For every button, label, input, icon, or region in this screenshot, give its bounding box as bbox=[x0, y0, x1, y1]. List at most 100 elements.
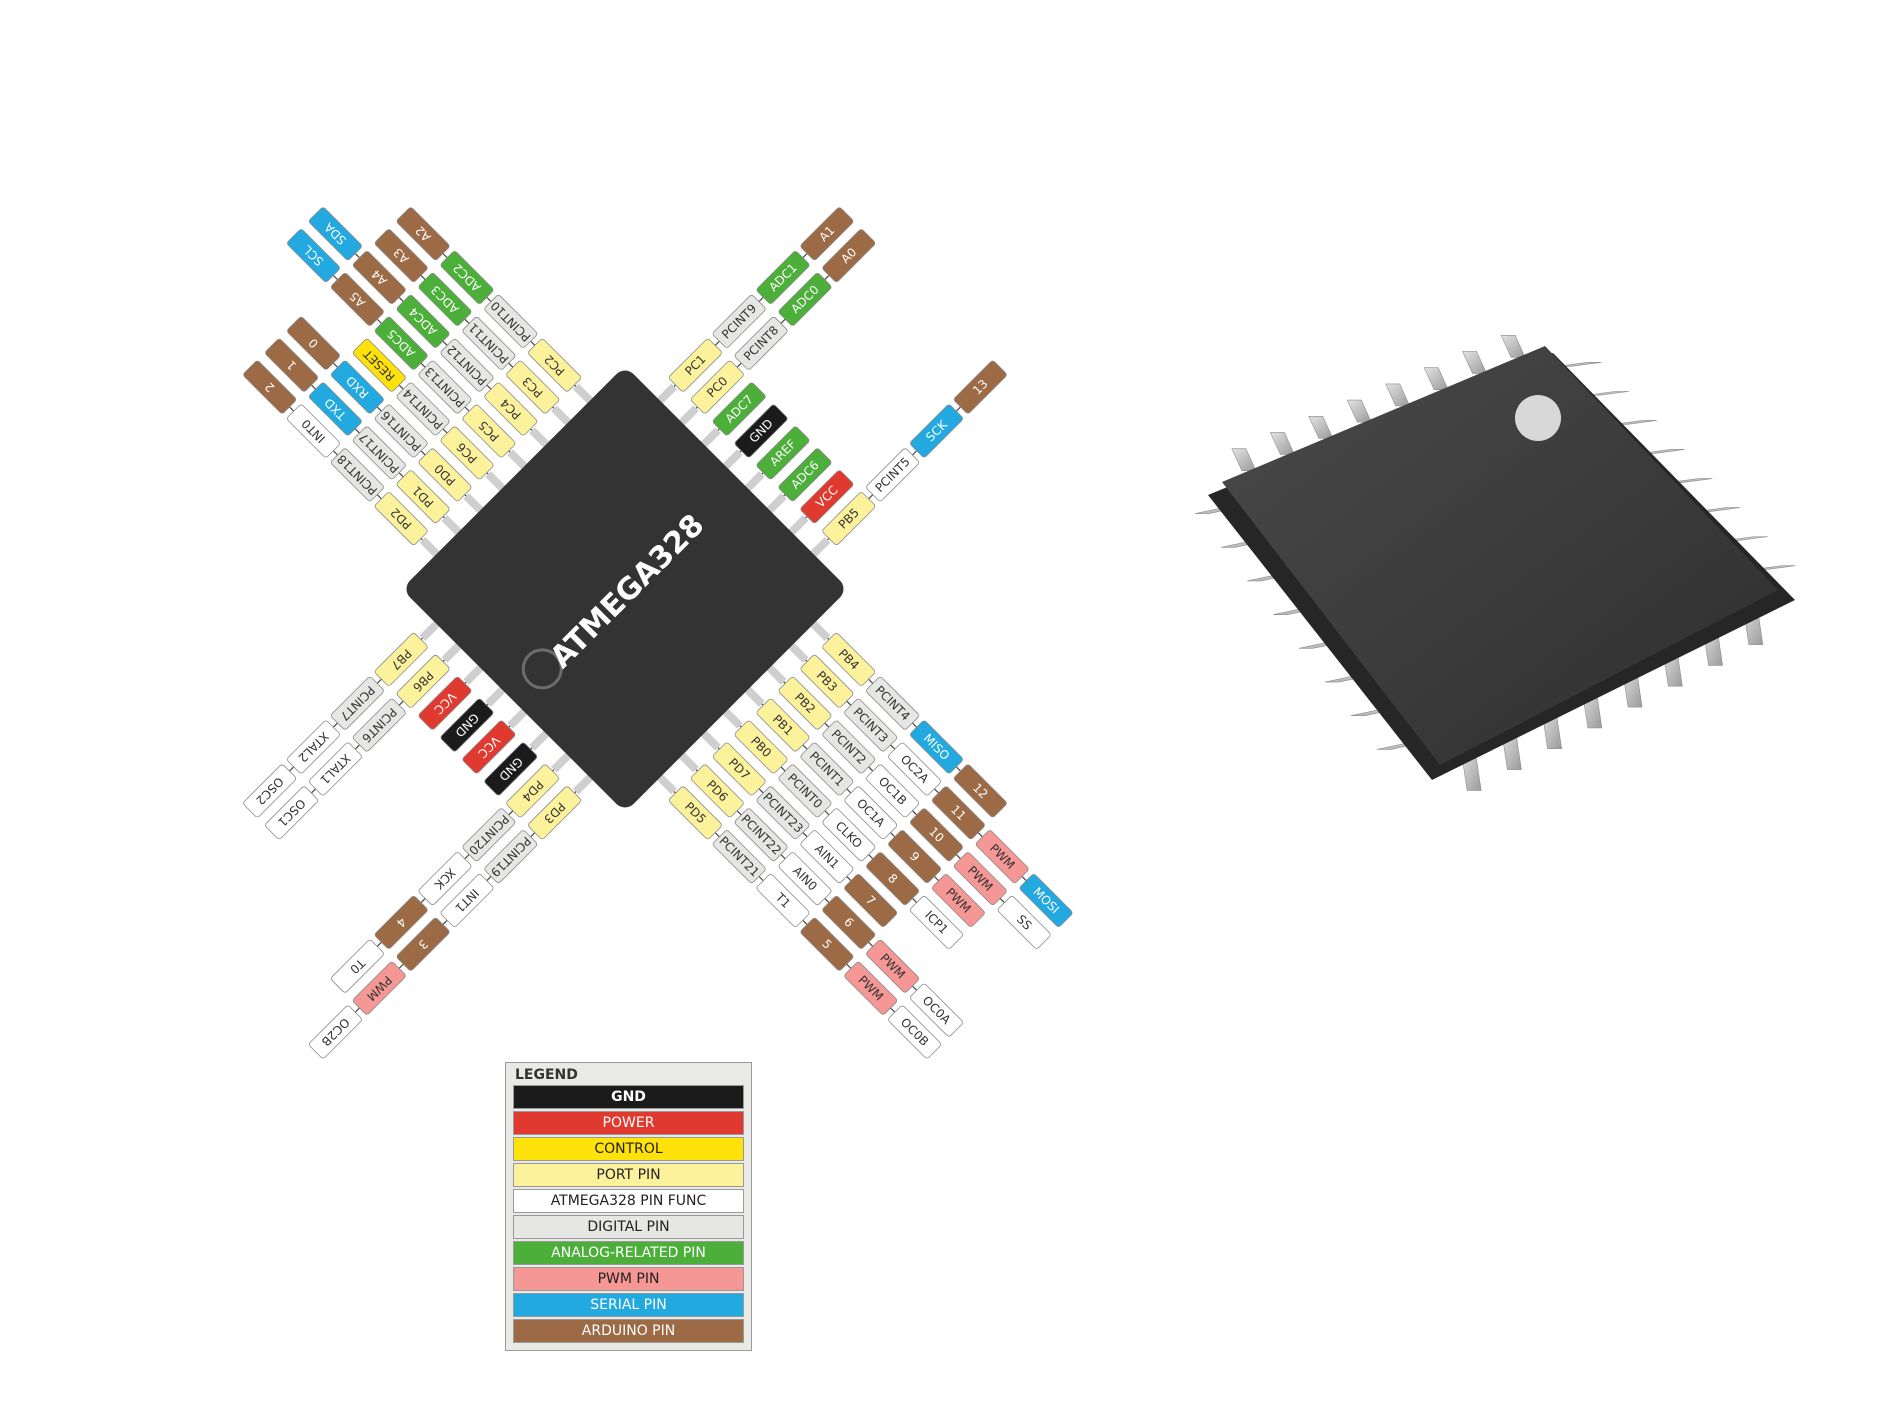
chip-lead bbox=[529, 427, 549, 448]
chip-lead bbox=[529, 730, 549, 751]
pin-label-box bbox=[462, 404, 516, 458]
pin-label-box bbox=[484, 295, 538, 348]
pin-label-box bbox=[331, 448, 384, 502]
pin-label-box bbox=[778, 764, 832, 818]
pin-label-box bbox=[822, 229, 876, 282]
chip-lead bbox=[419, 621, 440, 641]
pin-label-box bbox=[396, 917, 450, 971]
pin-label-box bbox=[374, 633, 428, 686]
chip-lead bbox=[722, 449, 743, 470]
pin-label: 11 bbox=[932, 786, 985, 840]
pin-label-box bbox=[506, 764, 560, 818]
pin-label: SCK bbox=[910, 404, 963, 458]
pin-label-box bbox=[800, 917, 854, 971]
pin-label: 4 bbox=[374, 896, 428, 949]
chip-lead bbox=[788, 515, 809, 535]
pin-label-box bbox=[866, 764, 919, 818]
chip-lead bbox=[701, 427, 721, 448]
legend-item-arduino: ARDUINO PIN bbox=[513, 1319, 744, 1343]
pin-label-box bbox=[331, 273, 384, 326]
pin-label-box bbox=[484, 382, 538, 436]
legend-item-power: POWER bbox=[513, 1111, 744, 1135]
chip-lead bbox=[507, 449, 528, 470]
pin-label-box bbox=[822, 720, 876, 774]
pin-label-box bbox=[910, 808, 963, 862]
pin-label-box bbox=[418, 448, 472, 502]
chip-lead bbox=[573, 774, 593, 795]
pin-label: ADC1 bbox=[756, 251, 810, 304]
pin-label: 1 bbox=[265, 338, 318, 392]
pin-label-box bbox=[844, 698, 898, 752]
pin-label-box bbox=[932, 786, 985, 840]
pin-label: 12 bbox=[953, 764, 1007, 818]
pin-label-box bbox=[953, 360, 1007, 414]
pin-label-box bbox=[800, 654, 854, 708]
pin-label-box bbox=[822, 808, 876, 862]
pin-label-box bbox=[287, 316, 340, 370]
pin-label-box bbox=[800, 470, 854, 524]
legend-title: LEGEND bbox=[515, 1067, 578, 1083]
chip-lead bbox=[810, 621, 831, 641]
pin-label: A5 bbox=[331, 273, 384, 326]
pin-label-box bbox=[331, 360, 384, 414]
pin-label-box bbox=[484, 830, 538, 883]
legend-item-pwm: PWM PIN bbox=[513, 1267, 744, 1291]
pin-label-box bbox=[866, 939, 919, 993]
pin-label-box bbox=[997, 896, 1051, 949]
chip-lead bbox=[463, 665, 484, 685]
pin-label-box bbox=[975, 830, 1029, 883]
chip-lead bbox=[551, 752, 571, 773]
pin-label-box bbox=[756, 698, 810, 752]
pin-label-box bbox=[844, 961, 898, 1015]
pin-label: 7 bbox=[844, 874, 898, 927]
chip-lead bbox=[722, 708, 743, 729]
chip-3d-lead bbox=[1385, 383, 1411, 407]
pin-label-box bbox=[778, 273, 832, 326]
chip-leads bbox=[419, 383, 831, 795]
pin-label-box bbox=[888, 830, 941, 883]
chip-lead bbox=[419, 537, 440, 557]
chip-lead bbox=[485, 686, 506, 707]
pin-label: 10 bbox=[910, 808, 963, 862]
pin-label-box bbox=[712, 295, 766, 348]
chip-3d-top bbox=[1222, 346, 1778, 765]
chip-lead bbox=[441, 643, 462, 663]
pin-label: ADC0 bbox=[778, 273, 832, 326]
chip-lead bbox=[441, 515, 462, 535]
pin-label-box bbox=[352, 961, 406, 1015]
chip-lead bbox=[551, 405, 571, 426]
pin-label: A2 bbox=[396, 207, 450, 261]
pin-label-box bbox=[352, 251, 406, 304]
pin-label: A4 bbox=[352, 251, 406, 304]
pin-label-box bbox=[265, 786, 318, 840]
pin-label-box bbox=[822, 492, 876, 545]
chip-lead bbox=[701, 730, 721, 751]
pin-label-box bbox=[418, 852, 472, 905]
pin-label-box bbox=[418, 360, 472, 414]
pin-label: A0 bbox=[822, 229, 876, 282]
pin-label-box bbox=[374, 896, 428, 949]
pin-label-box bbox=[462, 720, 516, 774]
pin-label: OC2B bbox=[309, 1005, 362, 1059]
pin-label: 3 bbox=[396, 917, 450, 971]
pin-label-box bbox=[756, 251, 810, 304]
pin-label-box bbox=[396, 207, 450, 261]
chip-3d-lead bbox=[1346, 399, 1372, 423]
pin-label-box bbox=[669, 786, 722, 840]
pin-label-box bbox=[778, 676, 832, 730]
pin-label: 5 bbox=[800, 917, 854, 971]
pin-label-box bbox=[866, 448, 919, 502]
pin-label-box bbox=[287, 720, 340, 774]
pin-label-box bbox=[910, 896, 963, 949]
pin-label-box bbox=[462, 808, 516, 862]
pin-label-box bbox=[440, 338, 494, 392]
pin-label: 8 bbox=[866, 852, 919, 905]
